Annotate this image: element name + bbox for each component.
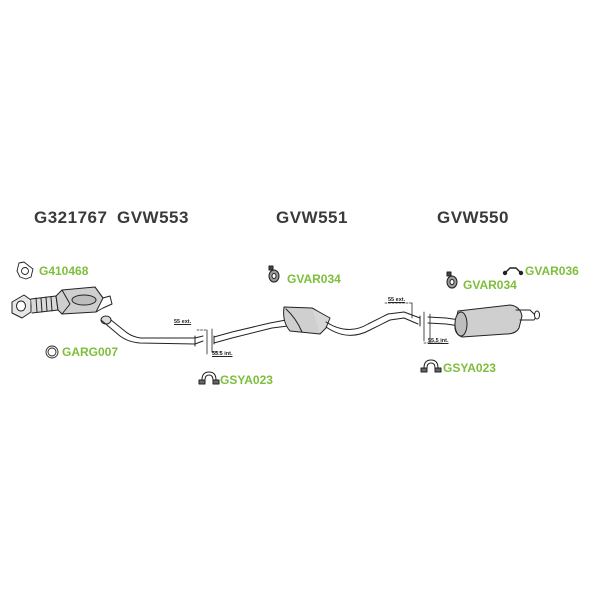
part-label-garg007: GARG007 (62, 345, 119, 359)
part-label-gsya023-b: GSYA023 (443, 361, 496, 375)
part-label-g410468: G410468 (39, 264, 89, 278)
dimension-label-int-2: 55.5 int. (428, 338, 449, 344)
dimension-label-int-1: 55.5 int. (212, 351, 233, 357)
flange-gasket-icon (16, 261, 34, 280)
centre-muffler-icon (213, 306, 421, 345)
rear-muffler-icon (427, 304, 540, 338)
part-label-gvar034-a: GVAR034 (287, 272, 341, 286)
section-label-gvw553: GVW553 (117, 208, 189, 227)
clamp-icon (420, 359, 442, 373)
clamp-icon (198, 371, 220, 385)
dimension-marks-1 (196, 328, 223, 355)
rubber-mount-icon (268, 265, 280, 283)
section-label-gvw551: GVW551 (276, 208, 348, 227)
catalytic-converter-icon (11, 286, 113, 319)
section-label-g321767: G321767 (34, 208, 108, 227)
section-label-gvw550: GVW550 (437, 208, 509, 227)
hanger-icon (502, 267, 524, 276)
rubber-mount-icon (446, 271, 458, 289)
part-label-gvar034-b: GVAR034 (463, 278, 517, 292)
part-label-gvar036: GVAR036 (525, 264, 579, 278)
dimension-marks-2 (384, 302, 443, 344)
dimension-label-ext-1: 55 ext. (174, 319, 192, 325)
front-pipe-icon (100, 315, 204, 347)
ring-gasket-icon (45, 345, 59, 359)
part-label-gsya023-a: GSYA023 (220, 373, 273, 387)
dimension-label-ext-2: 55 ext. (388, 297, 406, 303)
